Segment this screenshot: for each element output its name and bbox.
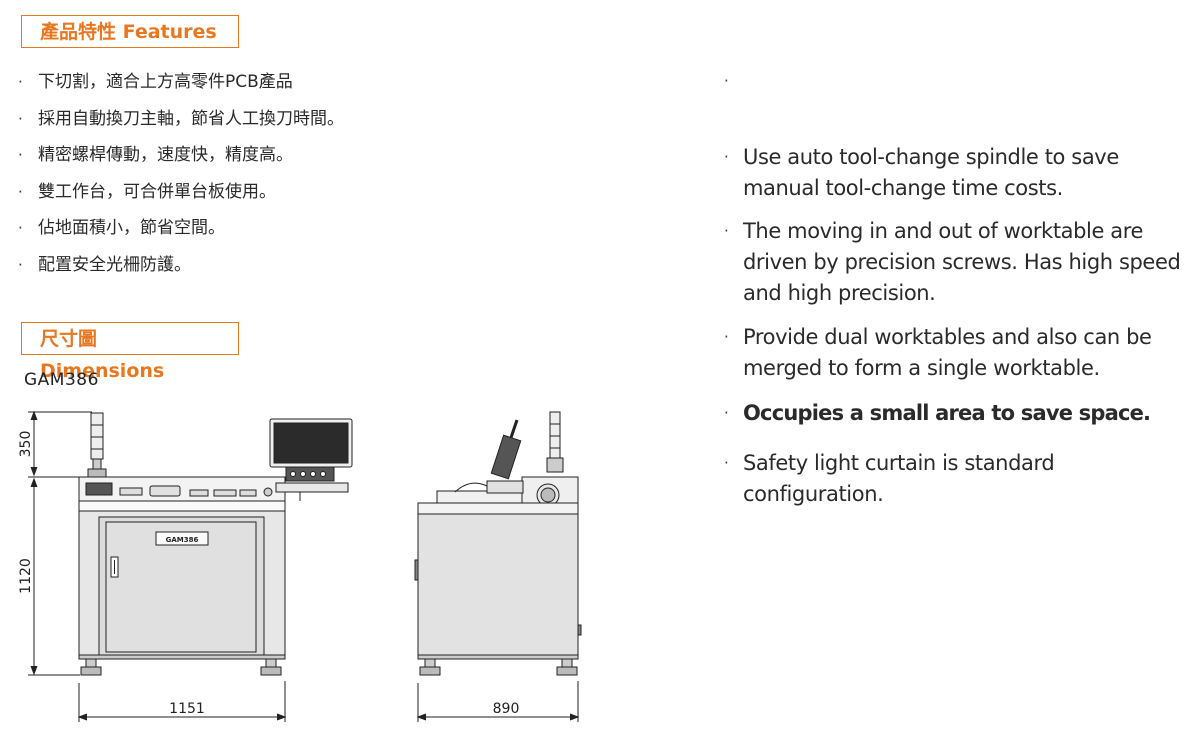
front-view: GAM386 [28,410,353,722]
feature-cn-item: ·配置安全光柵防護。 [18,254,191,275]
feature-en-item: ·Use auto tool-change spindle to save ma… [724,145,1119,200]
features-list-chinese: ·下切割，適合上方高零件PCB產品 ·採用自動換刀主軸，節省人工換刀時間。 ·精… [18,64,344,284]
nameplate-text: GAM386 [166,536,199,544]
model-label: GAM386 [24,370,99,390]
dimensions-section-title: 尺寸圖 Dimensions [21,322,239,382]
feature-en-item: ·Provide dual worktables and also can be… [724,325,1152,380]
feature-cn-item: ·雙工作台，可合併單台板使用。 [18,181,276,202]
feature-en-item: ·Occupies a small area to save space. [724,401,1151,425]
dimension-drawing: GAM386 [18,410,582,722]
feature-en-item: ·The moving in and out of worktable are … [724,219,1181,305]
side-view [414,411,582,722]
feature-cn-item: ·採用自動換刀主軸，節省人工換刀時間。 [18,108,344,129]
dim-width-front: 1151 [169,701,205,717]
dim-depth-side: 890 [493,701,520,717]
feature-cn-item: ·精密螺桿傳動，速度快，精度高。 [18,145,293,166]
feature-cn-item: ·下切割，適合上方高零件PCB產品 [18,72,293,92]
feature-cn-item: ·佔地面積小，節省空間。 [18,218,225,239]
feature-en-item: ·Safety light curtain is standard config… [724,451,1055,506]
features-section-title: 產品特性 Features [21,15,239,48]
dim-height-top: 350 [18,431,34,458]
dim-height-body: 1120 [18,558,34,594]
